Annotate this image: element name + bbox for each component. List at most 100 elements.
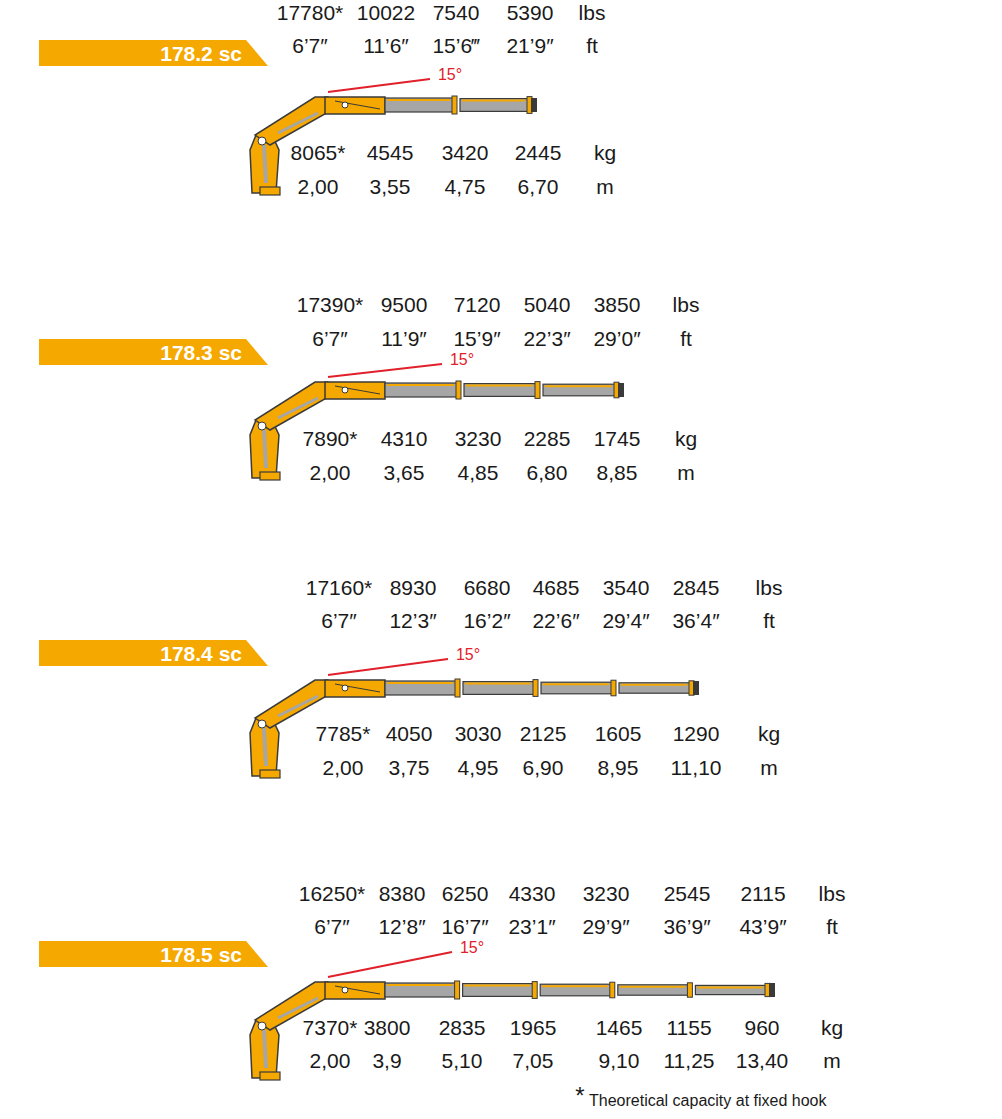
table-cell: 1965 — [510, 1017, 557, 1038]
table-cell: ft — [586, 35, 598, 56]
band-fill — [39, 40, 268, 66]
table-cell: 6’7″ — [321, 610, 356, 631]
table-cell: 2,00 — [310, 462, 351, 483]
table-cell: 2,00 — [298, 176, 339, 197]
band-fill — [39, 339, 268, 365]
table-cell: 8,95 — [598, 757, 639, 778]
table-cell: 8380 — [379, 883, 426, 904]
table-cell: 29’9″ — [582, 916, 629, 937]
table-cell: 7890* — [303, 428, 358, 449]
table-cell: m — [677, 462, 695, 483]
table-cell: lbs — [673, 294, 700, 315]
band-fill — [39, 941, 268, 967]
table-cell: 16250* — [299, 883, 366, 904]
table-cell: 5,10 — [442, 1050, 483, 1071]
table-cell: 11’6″ — [363, 35, 409, 56]
table-cell: 15° — [450, 352, 474, 368]
table-cell: 11’9″ — [381, 328, 427, 349]
table-cell: 6250 — [442, 883, 489, 904]
table-cell: 7,05 — [513, 1050, 554, 1071]
table-cell: 13,40 — [736, 1050, 789, 1071]
table-cell: 36’4″ — [672, 610, 719, 631]
table-cell: 4330 — [509, 883, 556, 904]
table-cell: 17780* — [277, 2, 344, 23]
model-name: 178.3 sc — [160, 342, 242, 363]
table-cell: 1605 — [595, 723, 642, 744]
table-cell: 8,85 — [597, 462, 638, 483]
crane — [250, 659, 699, 778]
table-cell: 2285 — [524, 428, 571, 449]
crane — [250, 364, 624, 480]
table-cell: 4310 — [381, 428, 428, 449]
table-cell: 4685 — [533, 577, 580, 598]
table-cell: 15° — [460, 940, 484, 956]
table-cell: 4545 — [367, 142, 414, 163]
table-cell: 15’9″ — [453, 328, 500, 349]
table-cell: 1290 — [673, 723, 720, 744]
table-cell: 1745 — [594, 428, 641, 449]
table-cell: 22’6″ — [532, 610, 579, 631]
table-cell: 2,00 — [310, 1050, 351, 1071]
table-cell: 6’7″ — [312, 328, 347, 349]
table-cell: 29’0″ — [593, 328, 640, 349]
table-cell: 10022 — [357, 2, 415, 23]
table-cell: 4,85 — [458, 462, 499, 483]
table-cell: ft — [763, 610, 775, 631]
model-band: 178.4 sc — [39, 640, 268, 666]
model-band: 178.2 sc — [39, 40, 268, 66]
table-cell: 21’9″ — [506, 35, 553, 56]
table-cell: 3540 — [603, 577, 650, 598]
model-name: 178.2 sc — [160, 43, 242, 64]
crane — [250, 952, 775, 1080]
table-cell: * — [575, 1084, 584, 1108]
table-cell: 8930 — [390, 577, 437, 598]
model-band: 178.3 sc — [39, 339, 268, 365]
table-cell: 2545 — [664, 883, 711, 904]
table-cell: 2845 — [673, 577, 720, 598]
table-cell: 8065* — [291, 142, 346, 163]
table-cell: 6’7″ — [292, 35, 327, 56]
table-cell: 22’3″ — [523, 328, 570, 349]
table-cell: m — [823, 1050, 841, 1071]
table-cell: 2,00 — [323, 757, 364, 778]
table-cell: m — [760, 757, 778, 778]
table-cell: 5040 — [524, 294, 571, 315]
table-cell: 7540 — [433, 2, 480, 23]
table-cell: 1465 — [596, 1017, 643, 1038]
table-cell: 1155 — [666, 1017, 711, 1038]
table-cell: 11,25 — [664, 1050, 715, 1071]
table-cell: m — [596, 176, 614, 197]
table-cell: kg — [594, 142, 616, 163]
table-cell: 36’9″ — [663, 916, 710, 937]
table-cell: 3,9 — [372, 1050, 401, 1071]
table-cell: 2115 — [740, 883, 785, 904]
table-cell: lbs — [756, 577, 783, 598]
table-cell: 2445 — [515, 142, 562, 163]
table-cell: 23’1″ — [508, 916, 555, 937]
table-cell: 7785* — [316, 723, 371, 744]
table-cell: 16’2″ — [463, 610, 510, 631]
table-cell: 3030 — [455, 723, 502, 744]
table-cell: 3230 — [583, 883, 630, 904]
table-cell: 3,75 — [389, 757, 430, 778]
table-cell: 11,10 — [671, 757, 722, 778]
table-cell: lbs — [819, 883, 846, 904]
table-cell: 9,10 — [599, 1050, 640, 1071]
table-cell: 960 — [744, 1017, 779, 1038]
table-cell: 15’6‴ — [432, 35, 479, 56]
table-cell: 6,70 — [518, 176, 559, 197]
table-cell: 3420 — [442, 142, 489, 163]
table-cell: 7370* — [303, 1017, 358, 1038]
table-cell: 2125 — [520, 723, 567, 744]
table-cell: 3230 — [455, 428, 502, 449]
table-cell: 16’7″ — [441, 916, 488, 937]
table-cell: kg — [758, 723, 780, 744]
table-cell: ft — [680, 328, 692, 349]
table-cell: 2835 — [439, 1017, 486, 1038]
table-cell: 6,90 — [523, 757, 564, 778]
table-cell: lbs — [579, 2, 606, 23]
table-cell: 4,75 — [445, 176, 486, 197]
table-cell: 7120 — [454, 294, 501, 315]
table-cell: 3,55 — [370, 176, 411, 197]
table-cell: 6,80 — [527, 462, 568, 483]
